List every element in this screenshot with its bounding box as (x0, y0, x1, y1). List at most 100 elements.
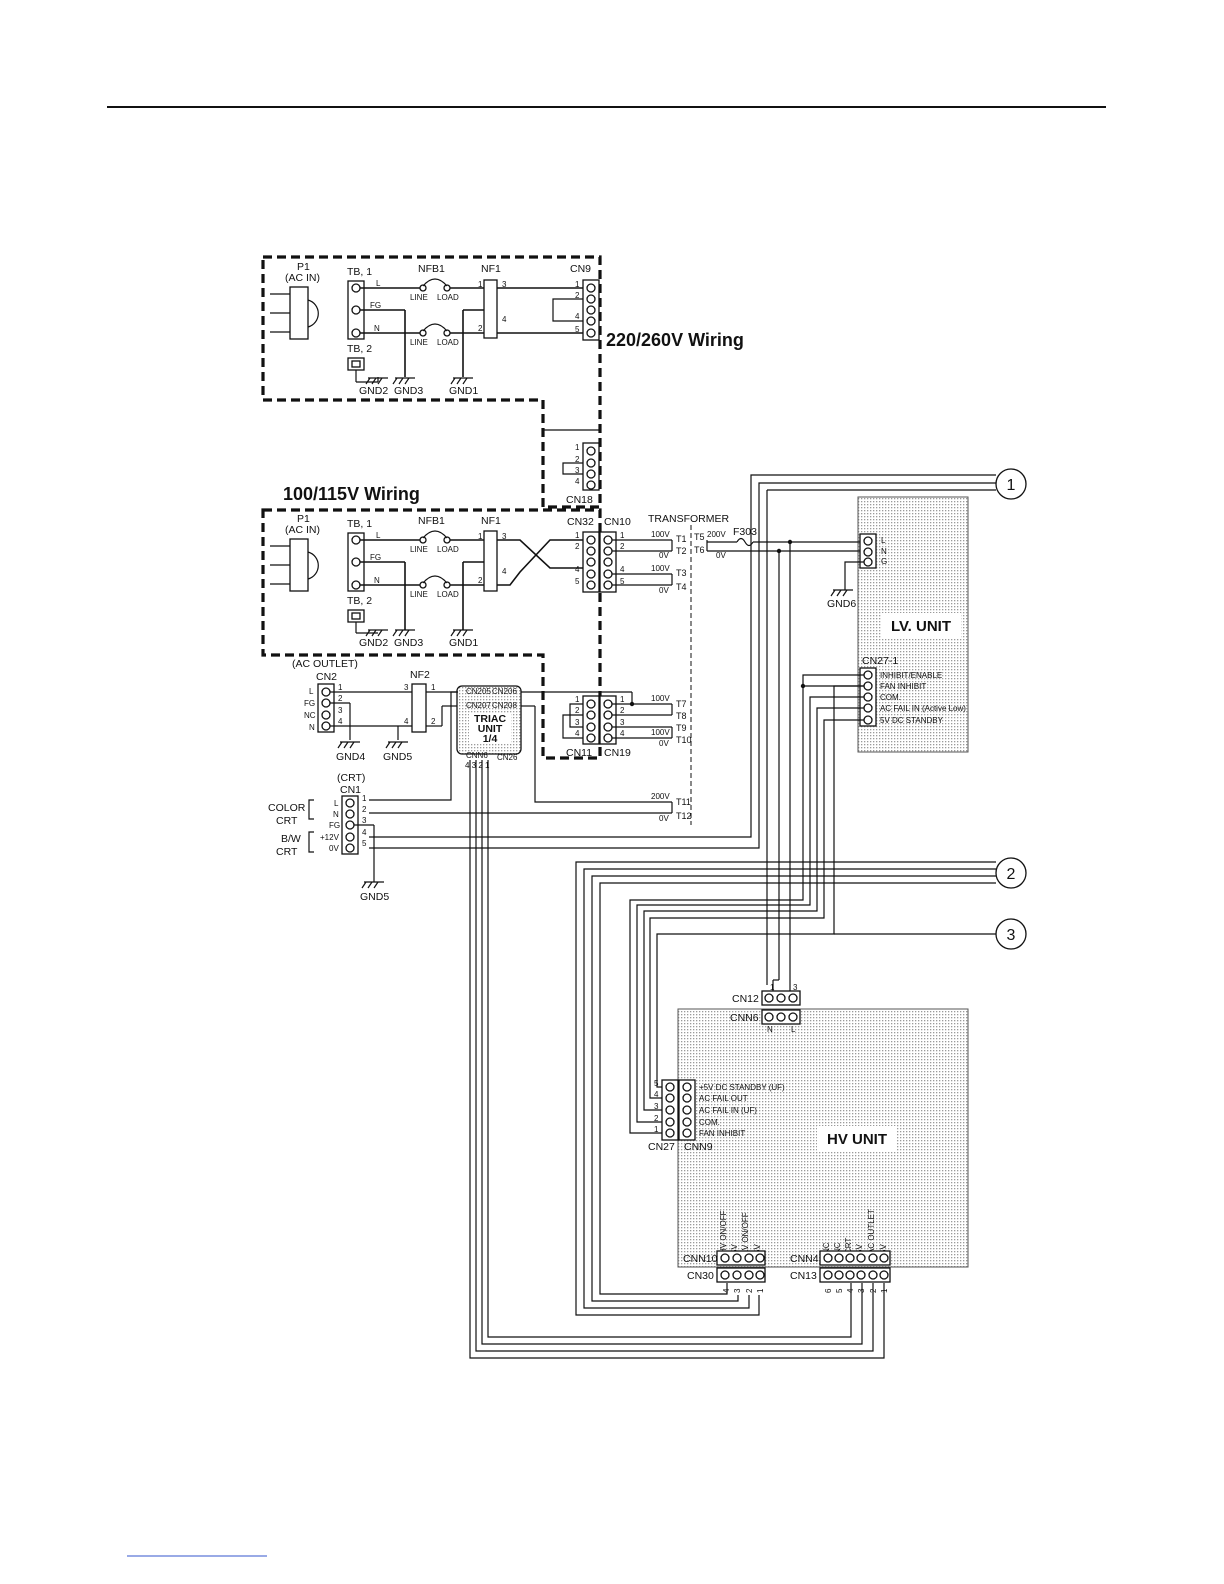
svg-text:NC: NC (304, 711, 316, 720)
ground-icon (365, 377, 473, 385)
svg-text:4: 4 (575, 729, 580, 738)
svg-text:3: 3 (575, 466, 580, 475)
svg-text:T1: T1 (676, 534, 687, 544)
ac-outlet-label: (AC OUTLET) (292, 658, 358, 670)
svg-text:4: 4 (502, 567, 507, 576)
nfb1-label: NFB1 (418, 263, 445, 275)
cnn10-signal-1: 5V (730, 1244, 739, 1254)
svg-text:LOAD: LOAD (437, 338, 459, 347)
svg-text:N: N (309, 723, 315, 732)
svg-text:2: 2 (620, 706, 625, 715)
svg-text:0V: 0V (329, 844, 339, 853)
section-220v: P1 (AC IN) TB, 1 L FG N NFB1 (270, 261, 600, 397)
svg-text:GND6: GND6 (827, 598, 856, 610)
svg-text:LOAD: LOAD (437, 545, 459, 554)
svg-text:L: L (881, 536, 886, 545)
svg-text:T4: T4 (676, 582, 687, 592)
svg-text:N: N (767, 1025, 773, 1034)
svg-text:1: 1 (431, 683, 436, 692)
cn18-label: CN18 (566, 494, 593, 506)
svg-text:4: 4 (575, 477, 580, 486)
cnn10-signal-3: 5V (753, 1244, 762, 1254)
svg-text:200V: 200V (707, 530, 726, 539)
svg-text:4: 4 (620, 565, 625, 574)
lv-signal-4: 5V DC STANDBY (880, 716, 944, 725)
hv-unit-label-box (817, 1126, 897, 1152)
svg-text:CN26: CN26 (497, 753, 518, 762)
svg-text:CN207: CN207 (466, 701, 491, 710)
svg-text:N: N (333, 810, 339, 819)
svg-text:T3: T3 (676, 568, 687, 578)
cnn4-signal-1: NC (833, 1242, 842, 1254)
ground-icon (365, 629, 473, 637)
svg-text:5: 5 (575, 325, 580, 334)
svg-text:4: 4 (575, 565, 580, 574)
cn27-cnn9-block: 54 321 +5V DC STANDBY (UF) AC FAIL OUT A… (648, 1079, 785, 1153)
svg-text:LOAD: LOAD (437, 590, 459, 599)
reference-markers: 1 2 3 (995, 468, 1027, 950)
svg-text:100V: 100V (651, 728, 670, 737)
svg-text:2: 2 (575, 455, 580, 464)
svg-text:5: 5 (835, 1288, 844, 1293)
svg-text:4: 4 (502, 315, 507, 324)
nf1-filter (483, 279, 498, 339)
enclosure-220v (261, 255, 602, 509)
cnn4-signal-4: AC OUTLET (867, 1209, 876, 1254)
svg-text:2: 2 (478, 576, 483, 585)
svg-text:6: 6 (824, 1288, 833, 1293)
tb2-label: TB, 2 (347, 343, 372, 355)
svg-text:3: 3 (654, 1102, 659, 1111)
svg-text:LINE: LINE (410, 338, 428, 347)
hv-signal-0: +5V DC STANDBY (UF) (699, 1083, 785, 1092)
ref-marker-1: 1 (1007, 477, 1016, 494)
svg-text:1: 1 (478, 280, 483, 289)
triac-unit: CN205 CN206 CN207 CN208 TRIAC UNIT 1/4 C… (369, 685, 885, 1359)
svg-text:2: 2 (575, 542, 580, 551)
tb1-label: TB, 1 (347, 266, 372, 278)
svg-text:TB, 2: TB, 2 (347, 595, 372, 607)
cn9-label: CN9 (570, 263, 591, 275)
svg-text:0V: 0V (716, 551, 726, 560)
svg-text:3: 3 (575, 718, 580, 727)
svg-text:+12V: +12V (320, 833, 340, 842)
svg-text:100V: 100V (651, 530, 670, 539)
svg-text:L: L (309, 687, 314, 696)
cnn4-signal-5: 5V (879, 1244, 888, 1254)
ground-icon (830, 589, 853, 597)
svg-text:FG: FG (304, 699, 315, 708)
ref-marker-2: 2 (1007, 866, 1016, 883)
cn27-label: CN27 (648, 1141, 675, 1153)
svg-text:L: L (334, 799, 339, 808)
svg-text:P1: P1 (297, 513, 310, 525)
svg-text:GND5: GND5 (360, 891, 389, 903)
svg-text:3: 3 (404, 683, 409, 692)
lv-signal-2: COM. (880, 693, 901, 702)
svg-text:CNN6: CNN6 (466, 751, 488, 760)
svg-text:GND2: GND2 (359, 637, 388, 649)
cnn10-label: CNN10 (683, 1253, 718, 1265)
crt-label: (CRT) (337, 772, 365, 784)
ac-in-label: (AC IN) (285, 272, 320, 284)
svg-text:200V: 200V (651, 792, 670, 801)
svg-text:2: 2 (869, 1288, 878, 1293)
svg-text:4: 4 (722, 1288, 731, 1293)
hv-unit-label: HV UNIT (827, 1131, 887, 1148)
cnn10-signal-0: HV ON/OFF (719, 1210, 728, 1254)
cnn4-signal-0: NC (822, 1242, 831, 1254)
svg-text:4: 4 (654, 1090, 659, 1099)
svg-text:GND3: GND3 (394, 385, 423, 397)
svg-text:100V: 100V (651, 564, 670, 573)
svg-text:1: 1 (654, 1125, 659, 1134)
svg-text:5: 5 (575, 577, 580, 586)
f303-label: F303 (733, 526, 757, 538)
cnn6-label: CNN6 (730, 1012, 759, 1024)
svg-text:T8: T8 (676, 711, 687, 721)
svg-text:2: 2 (620, 542, 625, 551)
ground-icon (337, 741, 408, 749)
cn32-label: CN32 (567, 516, 594, 528)
svg-text:3: 3 (857, 1288, 866, 1293)
ground-icon (361, 881, 384, 889)
svg-text:3: 3 (620, 718, 625, 727)
